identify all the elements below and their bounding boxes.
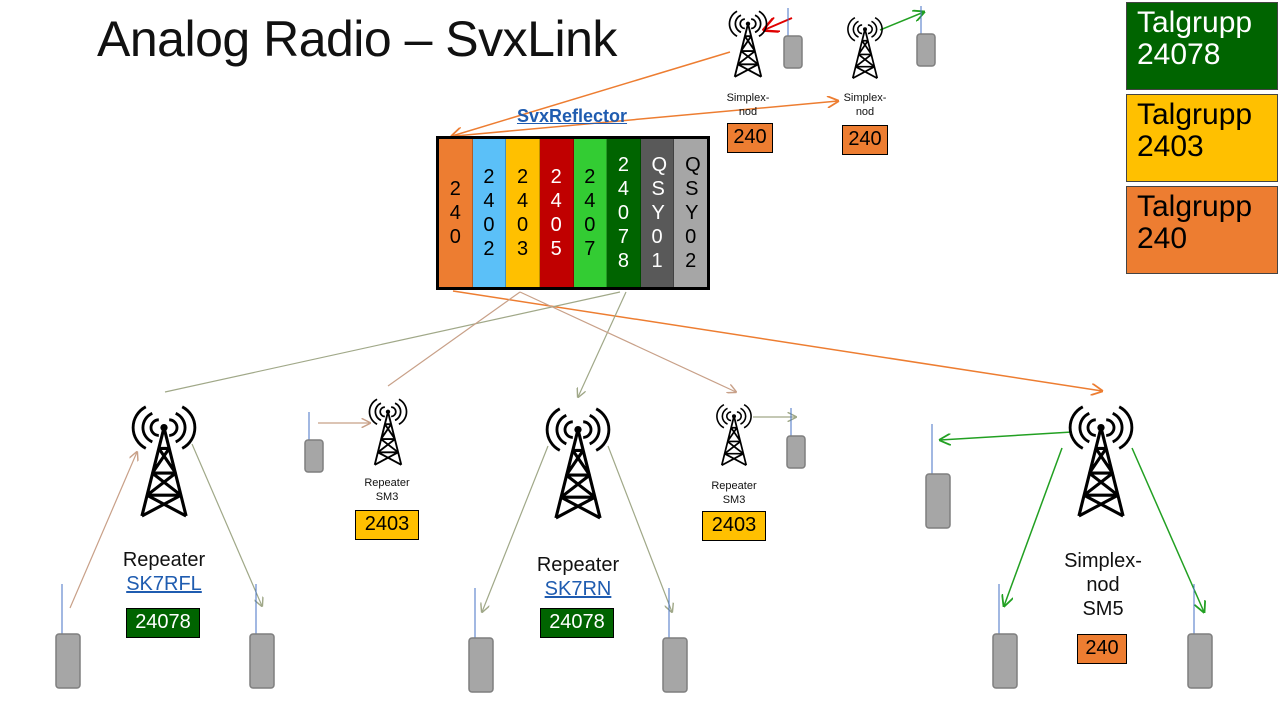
legend-value: 2403 [1137,130,1204,163]
link-handheld-to-simplex-top-left [764,18,793,30]
link-sm5-handheld-top [940,431,1073,440]
simplex-top-right-label: Simplex- nod [835,91,895,119]
link-sm5-handheld-left [1004,447,1063,606]
reflector-channel-label: QSY01 [651,154,668,272]
node-label: nod [738,106,758,118]
link-reflector-to-sm3-right [519,291,736,392]
reflector-channel-label: 2407 [584,166,596,260]
handheld-radio-icon [249,583,275,689]
radio-tower-icon [545,407,611,520]
handheld-radio-icon [304,411,324,473]
link-sk7rfl-handheld-in [69,452,137,609]
reflector-channel-2407: 2407 [573,139,608,287]
reflector-channel-label: 24078 [617,154,629,272]
svxreflector-box: 240 2402 2403 2405 2407 24078 QSY01 QSY02 [436,136,710,290]
reflector-channel-2402: 2402 [472,139,507,287]
node-label: SM5 [1082,598,1124,620]
legend-item-240: Talgrupp 240 [1126,186,1278,274]
page-title: Analog Radio – SvxLink [97,11,617,67]
radio-tower-icon [368,398,408,466]
node-label: SM3 [375,491,399,503]
reflector-channel-240: 240 [439,139,473,287]
repeater-sk7rfl-label: Repeater SK7RFL [104,548,224,596]
reflector-channel-label: QSY02 [685,154,701,272]
legend-label: Talgrupp [1137,190,1253,223]
node-label: Repeater [364,477,410,489]
reflector-channel-label: 240 [449,178,461,248]
legend-item-2403: Talgrupp 2403 [1126,94,1278,182]
node-label: Simplex- [726,92,770,104]
node-label: Repeater [711,480,757,492]
links [69,12,1204,612]
link-reflector-to-simplex-top-right [454,101,838,137]
link-reflector-to-sk7rfl [164,291,621,393]
node-label: nod [1086,574,1120,596]
node-label: Repeater [536,554,620,576]
svxreflector-link[interactable]: SvxReflector [516,106,628,126]
node-label: nod [855,106,875,118]
link-simplex-top-right-to-handheld [879,12,924,31]
reflector-channel-label: 2405 [550,166,562,260]
legend-label: Talgrupp [1137,98,1253,131]
radio-tower-icon [131,405,197,518]
talkgroup-tag: 2403 [355,510,419,540]
link-simplex-top-left-to-reflector [452,51,731,136]
talkgroup-tag: 240 [842,125,888,155]
link-reflector-to-sm3-left [387,291,521,387]
callsign-link[interactable]: SK7RN [544,578,612,600]
callsign-link[interactable]: SK7RFL [126,573,202,595]
talkgroup-tag: 2403 [702,511,766,541]
repeater-sk7rn-label: Repeater SK7RN [518,553,638,601]
talkgroup-tag: 24078 [126,608,200,638]
legend-label: Talgrupp [1137,6,1253,39]
node-label: Simplex- [843,92,887,104]
legend-value: 24078 [1137,38,1221,71]
handheld-radio-icon [1187,583,1213,689]
handheld-radio-icon [992,583,1018,689]
link-sk7rn-handheld-left [482,445,549,612]
link-reflector-to-simplex-sm5 [452,290,1102,391]
legend-value: 240 [1137,222,1188,255]
reflector-channel-label: 2402 [483,166,495,260]
talkgroup-tag: 240 [727,123,773,153]
talkgroup-tag: 24078 [540,608,614,638]
handheld-radio-icon [662,587,688,693]
reflector-channel-qsy01: QSY01 [640,139,675,287]
simplex-top-left-label: Simplex- nod [718,91,778,119]
reflector-channel-qsy02: QSY02 [674,139,707,287]
reflector-channel-label: 2403 [517,166,529,260]
node-label: SM3 [722,494,746,506]
radio-tower-icon [716,403,752,467]
link-sk7rn-handheld-right [607,445,672,612]
link-reflector-to-sk7rn [578,291,627,397]
repeater-sm3-right-label: Repeater SM3 [699,479,769,507]
handheld-radio-icon [916,5,936,67]
handheld-radio-icon [468,587,494,693]
reflector-channel-2405: 2405 [539,139,574,287]
node-label: Repeater [122,549,206,571]
handheld-radio-icon [55,583,81,689]
radio-tower-icon [1068,405,1134,518]
talkgroup-tag: 240 [1077,634,1127,664]
simplex-sm5-label: Simplex- nod SM5 [1053,549,1153,621]
radio-tower-icon [847,16,883,80]
radio-tower-icon [728,10,768,78]
legend-item-24078: Talgrupp 24078 [1126,2,1278,90]
handheld-radio-icon [783,7,803,69]
reflector-channel-2403: 2403 [506,139,540,287]
repeater-sm3-left-label: Repeater SM3 [352,476,422,504]
link-sk7rfl-handheld-out [191,443,262,606]
link-sm5-handheld-right [1131,447,1204,612]
node-label: Simplex- [1064,550,1142,572]
reflector-channel-24078: 24078 [607,139,641,287]
